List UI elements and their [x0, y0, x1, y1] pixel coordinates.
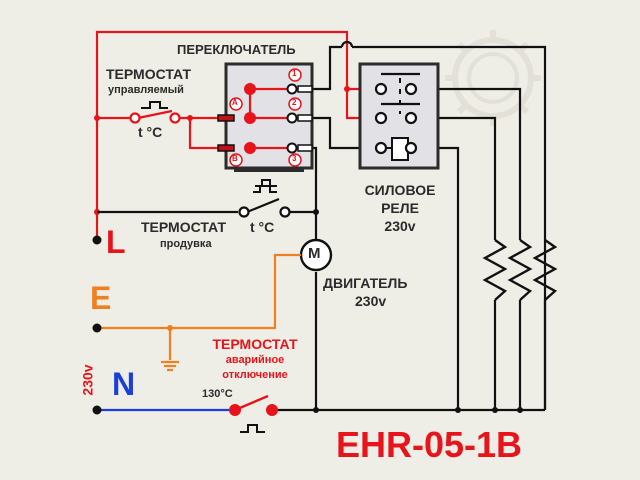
voltage-label: 230v: [79, 364, 96, 396]
relay-label-line1: СИЛОВОЕ: [364, 182, 436, 198]
thermostat-emergency-temp: 130°C: [202, 388, 233, 400]
thermostat-emergency-switch: [229, 394, 278, 433]
thermostat-blower-title: ТЕРМОСТАТ: [141, 219, 226, 235]
thermostat-blower-symbol: t °C: [250, 219, 275, 235]
thermostat-blower-switch: [238, 185, 291, 218]
thermostat-controlled-switch: [129, 101, 181, 124]
thermostat-controlled-symbol: t °C: [138, 124, 163, 140]
power-relay: [358, 62, 440, 170]
terminal-N-dot[interactable]: [92, 405, 102, 415]
motor-label-line1: ДВИГАТЕЛЬ: [323, 275, 408, 291]
thermostat-emergency-subtitle-1: аварийное: [225, 354, 285, 366]
heater-elements: [482, 239, 558, 301]
switch-label-A: A: [232, 98, 238, 107]
terminal-L-label: L: [106, 224, 126, 260]
thermostat-blower-subtitle: продувка: [160, 238, 212, 250]
terminal-N-label: N: [112, 366, 136, 402]
thermostat-controlled-subtitle: управляемый: [108, 84, 184, 96]
switch-label-1: 1: [292, 69, 297, 78]
switch-label-3: 3: [292, 154, 297, 163]
heater-1: [482, 239, 508, 301]
watermark-gear-icon: [445, 30, 541, 126]
motor-label-line2: 230v: [355, 293, 387, 309]
selector-switch-title: ПЕРЕКЛЮЧАТЕЛЬ: [177, 42, 296, 57]
heater-3: [532, 239, 558, 301]
motor-symbol: M: [308, 245, 321, 262]
switch-label-B: B: [232, 154, 238, 163]
switch-label-2: 2: [292, 98, 297, 107]
thermostat-controlled-title: ТЕРМОСТАТ: [106, 66, 191, 82]
relay-label-line2: РЕЛЕ: [381, 200, 419, 216]
relay-label-line3: 230v: [384, 218, 416, 234]
black-junctions: [313, 209, 523, 413]
model-title: EHR-05-1B: [336, 424, 523, 465]
earth-wire: [97, 253, 301, 372]
selector-switch[interactable]: [217, 62, 314, 187]
thermostat-emergency-subtitle-2: отключение: [222, 369, 288, 381]
terminal-E-dot[interactable]: [92, 323, 102, 333]
terminal-L-dot[interactable]: [92, 235, 102, 245]
terminal-E-label: E: [90, 280, 112, 316]
thermostat-emergency-title: ТЕРМОСТАТ: [212, 336, 298, 352]
heater-2: [507, 239, 533, 301]
earth-junction: [167, 325, 173, 331]
